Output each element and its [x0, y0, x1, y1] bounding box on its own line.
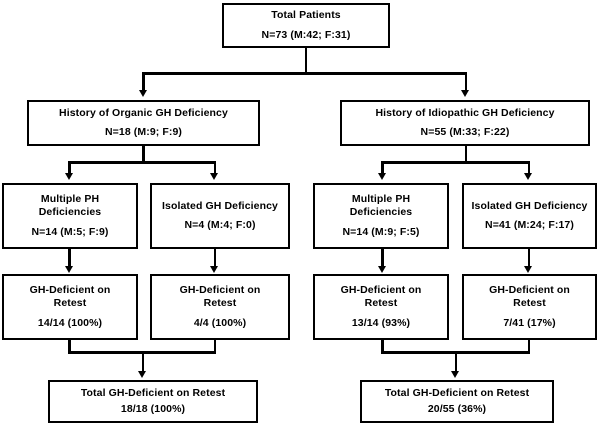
arrowhead-organic-to-mpd [64, 173, 73, 180]
connector-root-split-bar [142, 72, 467, 75]
connector-root-stem [304, 47, 307, 73]
node-total-patients-title: Total Patients [271, 9, 341, 22]
arrowhead-idiopathic-to-mpd [377, 173, 386, 180]
node-retest-organic-ighd[interactable]: GH-Deficient on Retest 4/4 (100%) [150, 274, 290, 340]
arrowhead-merge-idiopathic-to-total [451, 371, 460, 378]
node-retest-idiopathic-ighd-title: GH-Deficient on Retest [489, 284, 570, 310]
arrowhead-idiopathic-mpd-to-retest [377, 266, 386, 273]
node-retest-organic-mpd-title: GH-Deficient on Retest [29, 284, 111, 310]
node-total-gh-deficient-organic[interactable]: Total GH-Deficient on Retest 18/18 (100%… [48, 380, 258, 423]
connector-organic-to-ighd [213, 161, 216, 174]
node-organic-multiple-ph-deficiencies-title: Multiple PH Deficiencies [38, 193, 102, 219]
node-organic-isolated-gh-deficiency-count: N=4 (M:4; F:0) [184, 219, 256, 231]
node-retest-idiopathic-ighd[interactable]: GH-Deficient on Retest 7/41 (17%) [462, 274, 597, 340]
connector-idiopathic-ighd-to-retest [527, 248, 530, 267]
node-total-gh-deficient-idiopathic-count: 20/55 (36%) [427, 403, 487, 415]
connector-organic-split-bar [68, 161, 216, 164]
node-retest-organic-mpd[interactable]: GH-Deficient on Retest 14/14 (100%) [2, 274, 138, 340]
connector-organic-mpd-to-retest [68, 248, 71, 267]
node-history-organic-title: History of Organic GH Deficiency [59, 106, 228, 119]
connector-merge-organic-stem [141, 351, 144, 372]
node-total-patients-count: N=73 (M:42; F:31) [261, 28, 351, 41]
node-history-idiopathic-title: History of Idiopathic GH Deficiency [375, 106, 555, 119]
arrowhead-organic-to-ighd [210, 173, 219, 180]
connector-merge-idiopathic-right-stub [527, 340, 530, 353]
connector-idiopathic-split-bar [381, 161, 530, 164]
node-total-gh-deficient-idiopathic-title: Total GH-Deficient on Retest [384, 386, 530, 399]
connector-idiopathic-mpd-to-retest [381, 248, 384, 267]
node-organic-isolated-gh-deficiency[interactable]: Isolated GH Deficiency N=4 (M:4; F:0) [150, 183, 290, 249]
node-history-organic[interactable]: History of Organic GH Deficiency N=18 (M… [27, 100, 260, 146]
connector-merge-organic-left-stub [68, 340, 71, 353]
connector-root-to-organic [142, 72, 145, 91]
node-retest-idiopathic-mpd-title: GH-Deficient on Retest [340, 284, 422, 310]
node-organic-multiple-ph-deficiencies[interactable]: Multiple PH Deficiencies N=14 (M:5; F:9) [2, 183, 138, 249]
connector-idiopathic-to-ighd [527, 161, 530, 174]
node-retest-organic-mpd-count: 14/14 (100%) [37, 316, 103, 329]
arrowhead-root-to-idiopathic [461, 90, 470, 97]
node-total-gh-deficient-organic-title: Total GH-Deficient on Retest [80, 386, 226, 399]
arrowhead-idiopathic-ighd-to-retest [524, 266, 533, 273]
node-idiopathic-isolated-gh-deficiency[interactable]: Isolated GH Deficiency N=41 (M:24; F:17) [462, 183, 597, 249]
connector-idiopathic-to-mpd [381, 161, 384, 174]
node-history-organic-count: N=18 (M:9; F:9) [104, 126, 183, 138]
node-organic-isolated-gh-deficiency-title: Isolated GH Deficiency [162, 199, 278, 212]
node-retest-idiopathic-mpd[interactable]: GH-Deficient on Retest 13/14 (93%) [313, 274, 449, 340]
node-history-idiopathic[interactable]: History of Idiopathic GH Deficiency N=55… [340, 100, 590, 146]
connector-merge-idiopathic-stem [454, 351, 457, 372]
node-idiopathic-isolated-gh-deficiency-count: N=41 (M:24; F:17) [485, 219, 574, 231]
node-idiopathic-multiple-ph-deficiencies-title: Multiple PH Deficiencies [349, 193, 413, 219]
arrowhead-merge-organic-to-total [138, 371, 147, 378]
node-total-patients[interactable]: Total Patients N=73 (M:42; F:31) [222, 3, 390, 48]
connector-organic-to-mpd [68, 161, 71, 174]
node-total-gh-deficient-idiopathic[interactable]: Total GH-Deficient on Retest 20/55 (36%) [360, 380, 554, 423]
arrowhead-idiopathic-to-ighd [524, 173, 533, 180]
connector-merge-organic-right-stub [213, 340, 216, 353]
connector-root-to-idiopathic [464, 72, 467, 91]
connector-organic-ighd-to-retest [213, 248, 216, 267]
node-idiopathic-multiple-ph-deficiencies[interactable]: Multiple PH Deficiencies N=14 (M:9; F:5) [313, 183, 449, 249]
arrowhead-organic-mpd-to-retest [64, 266, 73, 273]
node-retest-organic-ighd-count: 4/4 (100%) [193, 316, 247, 329]
node-total-gh-deficient-organic-count: 18/18 (100%) [120, 403, 186, 415]
connector-organic-stem [142, 145, 145, 163]
arrowhead-root-to-organic [138, 90, 147, 97]
node-history-idiopathic-count: N=55 (M:33; F:22) [420, 126, 510, 138]
node-idiopathic-isolated-gh-deficiency-title: Isolated GH Deficiency [471, 199, 588, 212]
node-retest-idiopathic-mpd-count: 13/14 (93%) [351, 316, 411, 329]
node-retest-idiopathic-ighd-count: 7/41 (17%) [503, 316, 556, 329]
node-retest-organic-ighd-title: GH-Deficient on Retest [179, 284, 261, 310]
arrowhead-organic-ighd-to-retest [210, 266, 219, 273]
connector-idiopathic-stem [464, 145, 467, 163]
node-organic-multiple-ph-deficiencies-count: N=14 (M:5; F:9) [31, 225, 109, 238]
connector-merge-idiopathic-left-stub [381, 340, 384, 353]
node-idiopathic-multiple-ph-deficiencies-count: N=14 (M:9; F:5) [342, 225, 420, 238]
